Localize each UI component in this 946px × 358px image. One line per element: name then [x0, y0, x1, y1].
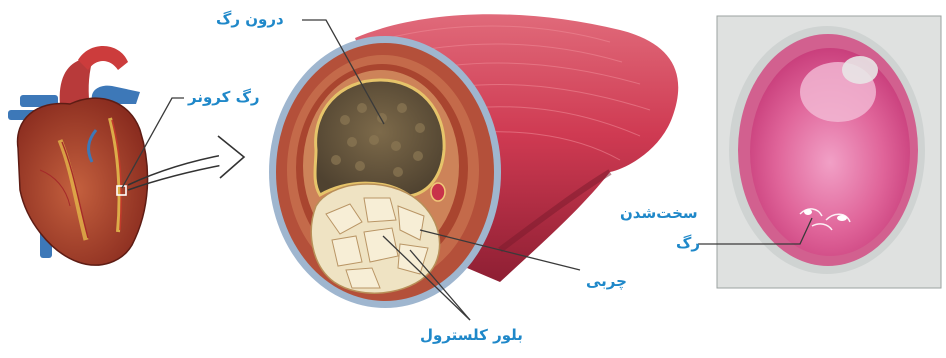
label-hardening-2: رگ	[676, 234, 700, 252]
label-hardening-1: سخت‌شدن	[620, 204, 698, 222]
label-fat: چربی	[586, 272, 627, 290]
label-coronary: رگ کرونر	[188, 88, 260, 106]
label-cholesterol-crystal: بلور کلسترول	[420, 326, 523, 344]
heart-illustration	[8, 46, 148, 265]
micrograph-panel	[717, 16, 941, 288]
artery-cross-section	[269, 14, 678, 308]
label-lumen: درون رگ	[216, 10, 284, 28]
